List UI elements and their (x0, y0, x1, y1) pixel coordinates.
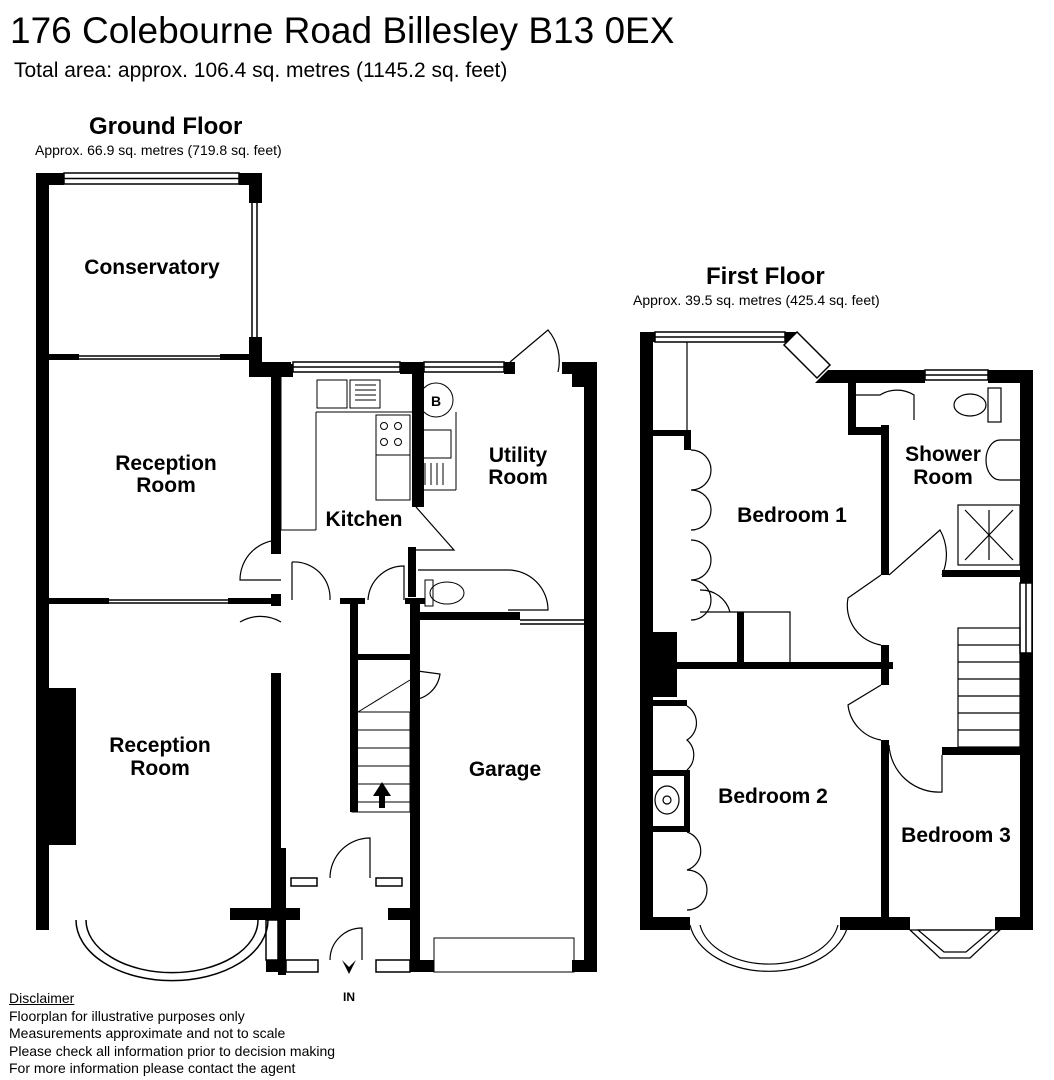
room-reception-1-line2: Room (136, 474, 196, 497)
disclaimer-line: For more information please contact the … (9, 1060, 296, 1076)
first-floor-plan: Bedroom 1 Shower Room Bedroom 2 Bedroom … (640, 330, 1033, 972)
ground-floor-doors (239, 329, 560, 961)
room-bedroom-2: Bedroom 2 (718, 785, 828, 808)
ground-floor-area: Approx. 66.9 sq. metres (719.8 sq. feet) (35, 142, 282, 158)
first-floor-walls (640, 332, 1033, 930)
kitchen-fittings (280, 374, 575, 973)
disclaimer-line: Please check all information prior to de… (9, 1042, 336, 1059)
boiler-label: B (431, 393, 441, 409)
room-kitchen: Kitchen (325, 508, 402, 531)
first-floor-windows (654, 330, 1033, 654)
room-reception-1-line1: Reception (115, 452, 217, 475)
room-utility-line1: Utility (489, 444, 548, 467)
room-reception-2-line1: Reception (109, 734, 211, 757)
disclaimer: Disclaimer Floorplan for illustrative pu… (9, 990, 335, 1078)
disclaimer-line: Measurements approximate and not to scal… (9, 1025, 286, 1041)
room-garage: Garage (469, 758, 541, 781)
ground-floor-windows (63, 172, 505, 973)
first-floor-fittings (654, 342, 1021, 972)
first-floor-area: Approx. 39.5 sq. metres (425.4 sq. feet) (633, 292, 880, 308)
room-conservatory: Conservatory (84, 256, 220, 279)
ground-floor-glazing (75, 203, 584, 982)
room-shower-line2: Room (913, 466, 973, 489)
room-utility-line2: Room (488, 466, 548, 489)
room-bedroom-3: Bedroom 3 (901, 824, 1011, 847)
first-floor-title: First Floor (706, 263, 825, 290)
total-area: Total area: approx. 106.4 sq. metres (11… (14, 59, 508, 82)
disclaimer-heading: Disclaimer (9, 990, 75, 1006)
disclaimer-line: Floorplan for illustrative purposes only (9, 1007, 245, 1024)
ground-floor-walls (36, 173, 597, 975)
room-bedroom-1: Bedroom 1 (737, 504, 847, 527)
room-reception-2-line2: Room (130, 757, 190, 780)
page-title: 176 Colebourne Road Billesley B13 0EX (10, 10, 675, 51)
room-shower-line1: Shower (905, 443, 981, 466)
ground-floor-plan: B IN Conservatory Reception Room Kitchen… (36, 172, 597, 1004)
ground-floor-title: Ground Floor (89, 113, 243, 140)
stairs-arrow (342, 782, 391, 974)
entrance-label: IN (343, 990, 355, 1004)
